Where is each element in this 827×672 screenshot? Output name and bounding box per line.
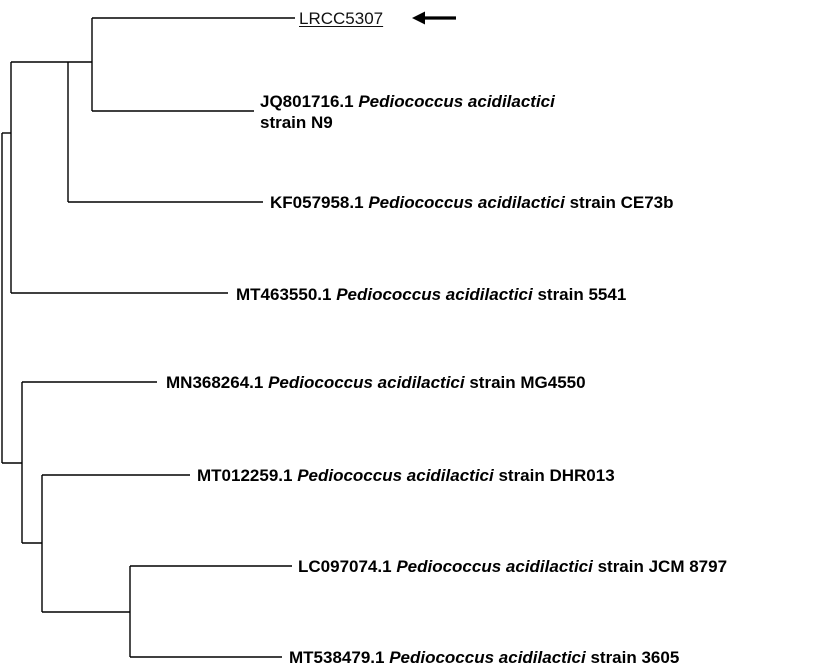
leaf-accession: JQ801716.1 [260, 92, 354, 111]
leaf-species: Pediococcus acidilactici [358, 92, 555, 111]
leaf-label-mt538479: MT538479.1 Pediococcus acidilactici stra… [289, 647, 679, 668]
leaf-strain: strain 5541 [537, 285, 627, 304]
leaf-species: Pediococcus acidilactici [336, 285, 533, 304]
leaf-accession: MT012259.1 [197, 466, 293, 485]
leaf-query-text: LRCC5307 [299, 9, 384, 28]
leaf-label-kf057958: KF057958.1 Pediococcus acidilactici stra… [270, 192, 674, 213]
leaf-species: Pediococcus acidilactici [268, 373, 465, 392]
leaf-strain: strain MG4550 [469, 373, 586, 392]
leaf-strain: strain DHR013 [498, 466, 615, 485]
leaf-label-lc097074: LC097074.1 Pediococcus acidilactici stra… [298, 556, 727, 577]
leaf-species: Pediococcus acidilactici [297, 466, 494, 485]
leaf-strain: strain CE73b [569, 193, 674, 212]
leaf-accession: MT463550.1 [236, 285, 332, 304]
leaf-label-mn368264: MN368264.1 Pediococcus acidilactici stra… [166, 372, 586, 393]
leaf-species: Pediococcus acidilactici [389, 648, 586, 667]
leaf-species: Pediococcus acidilactici [396, 557, 593, 576]
leaf-label-jq801716: JQ801716.1 Pediococcus acidilactici stra… [260, 91, 555, 133]
leaf-species: Pediococcus acidilactici [368, 193, 565, 212]
leaf-strain: strain JCM 8797 [597, 557, 728, 576]
leaf-strain: strain N9 [260, 113, 333, 132]
leaf-accession: LC097074.1 [298, 557, 392, 576]
leaf-label-mt012259: MT012259.1 Pediococcus acidilactici stra… [197, 465, 615, 486]
left-arrow-icon [412, 11, 456, 25]
leaf-strain: strain 3605 [590, 648, 680, 667]
leaf-label-query: LRCC5307 [299, 8, 383, 29]
leaf-label-mt463550: MT463550.1 Pediococcus acidilactici stra… [236, 284, 626, 305]
leaf-accession: KF057958.1 [270, 193, 364, 212]
leaf-accession: MT538479.1 [289, 648, 385, 667]
leaf-accession: MN368264.1 [166, 373, 264, 392]
